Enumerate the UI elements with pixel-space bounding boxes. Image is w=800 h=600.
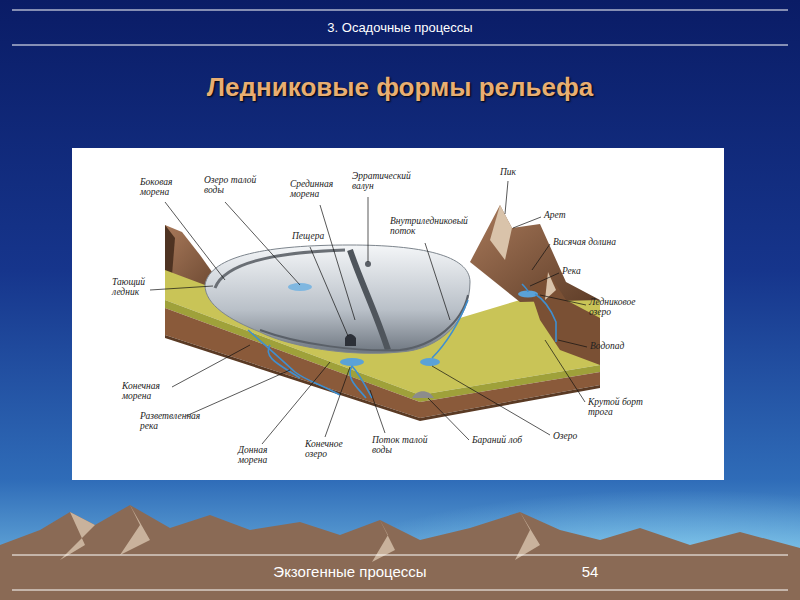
part-label: Тающий ледник	[112, 278, 148, 298]
part-label: Пик	[500, 168, 530, 178]
part-label: Озеро талой воды	[204, 176, 262, 196]
part-label: Конечная морена	[122, 382, 170, 402]
mountains	[0, 505, 800, 600]
slide-header: 3. Осадочные процессы	[0, 20, 800, 35]
part-label: Бараний лоб	[472, 436, 532, 446]
glacier-block	[165, 205, 600, 421]
part-label: Река	[562, 267, 592, 277]
part-label: Крутой борт трога	[588, 398, 648, 418]
footer-text: Экзогенные процессы	[240, 563, 460, 580]
part-label: Разветвленная река	[140, 412, 200, 432]
footer-lines	[12, 555, 788, 590]
part-label: Озеро	[553, 432, 593, 442]
part-label: Боковая морена	[140, 178, 180, 198]
slide-title: Ледниковые формы рельефа	[0, 72, 800, 103]
part-label: Ледниковое озеро	[589, 298, 649, 318]
part-label: Поток талой воды	[372, 436, 432, 456]
part-label: Пещера	[292, 232, 332, 242]
part-label: Срединная морена	[290, 180, 334, 200]
page-number: 54	[565, 563, 615, 580]
part-label: Водопад	[590, 342, 640, 352]
part-label: Эрратический валун	[352, 172, 408, 192]
part-label: Внутриледниковый поток	[390, 217, 470, 237]
part-label: Конечное озеро	[305, 440, 349, 460]
picture-frame	[72, 148, 724, 480]
leader-lines	[150, 181, 587, 444]
part-label: Донная морена	[238, 446, 278, 466]
part-label: Арет	[544, 211, 574, 221]
part-label: Висячая долина	[553, 238, 625, 248]
